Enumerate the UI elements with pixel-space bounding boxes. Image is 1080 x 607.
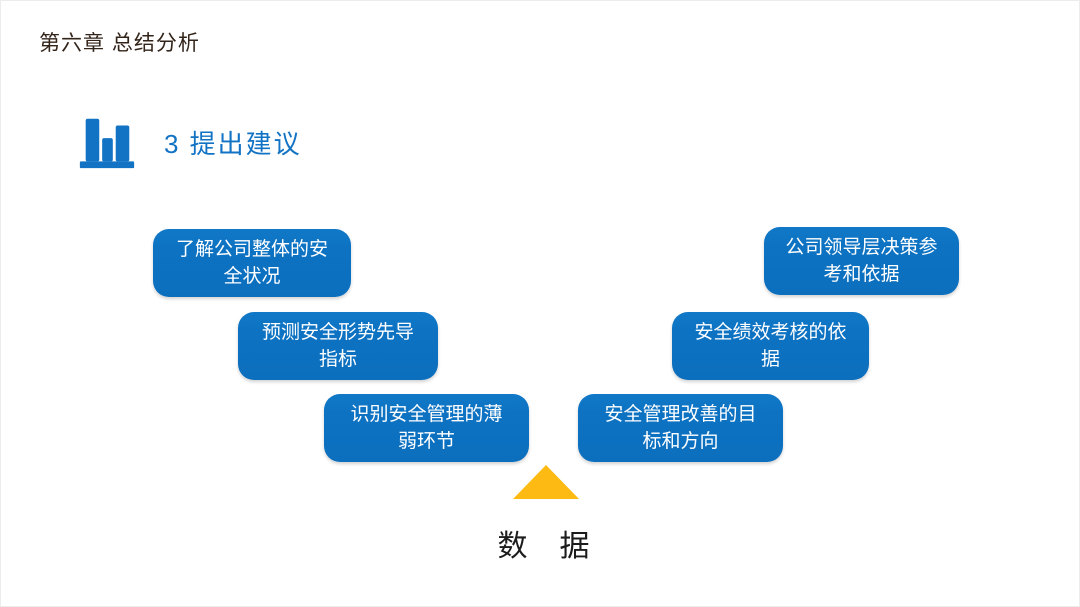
box-text-line: 据	[760, 349, 780, 370]
chapter-header: 第六章 总结分析	[39, 32, 200, 55]
benefit-box-performance-basis: 安全绩效考核的依 据	[672, 312, 869, 380]
up-triangle-icon	[513, 465, 579, 499]
box-text-line: 安全管理改善的目	[604, 404, 757, 425]
box-text-line: 公司领导层决策参	[785, 237, 938, 258]
data-label: 数 据	[497, 530, 591, 563]
box-text-line: 标和方向	[642, 431, 719, 452]
box-text-line: 全状况	[223, 266, 281, 287]
section-title: 3 提出建议	[164, 128, 302, 159]
box-text-line: 了解公司整体的安	[175, 239, 328, 260]
box-text-line: 预测安全形势先导	[261, 322, 414, 343]
box-text-line: 考和依据	[823, 264, 900, 285]
box-text-line: 安全绩效考核的依	[694, 322, 847, 343]
benefit-box-improvement-goals: 安全管理改善的目 标和方向	[578, 394, 783, 462]
benefit-box-predict-indicators: 预测安全形势先导 指标	[238, 312, 438, 380]
benefit-box-identify-weaknesses: 识别安全管理的薄 弱环节	[324, 394, 529, 462]
box-text-line: 识别安全管理的薄	[350, 404, 503, 425]
benefit-box-leadership-reference: 公司领导层决策参 考和依据	[764, 227, 959, 295]
section-heading: 3 提出建议	[76, 111, 302, 173]
box-text-line: 弱环节	[397, 431, 455, 452]
box-text-line: 指标	[318, 349, 357, 370]
benefit-box-understand-security: 了解公司整体的安 全状况	[153, 229, 351, 297]
bar-chart-icon	[76, 111, 138, 173]
